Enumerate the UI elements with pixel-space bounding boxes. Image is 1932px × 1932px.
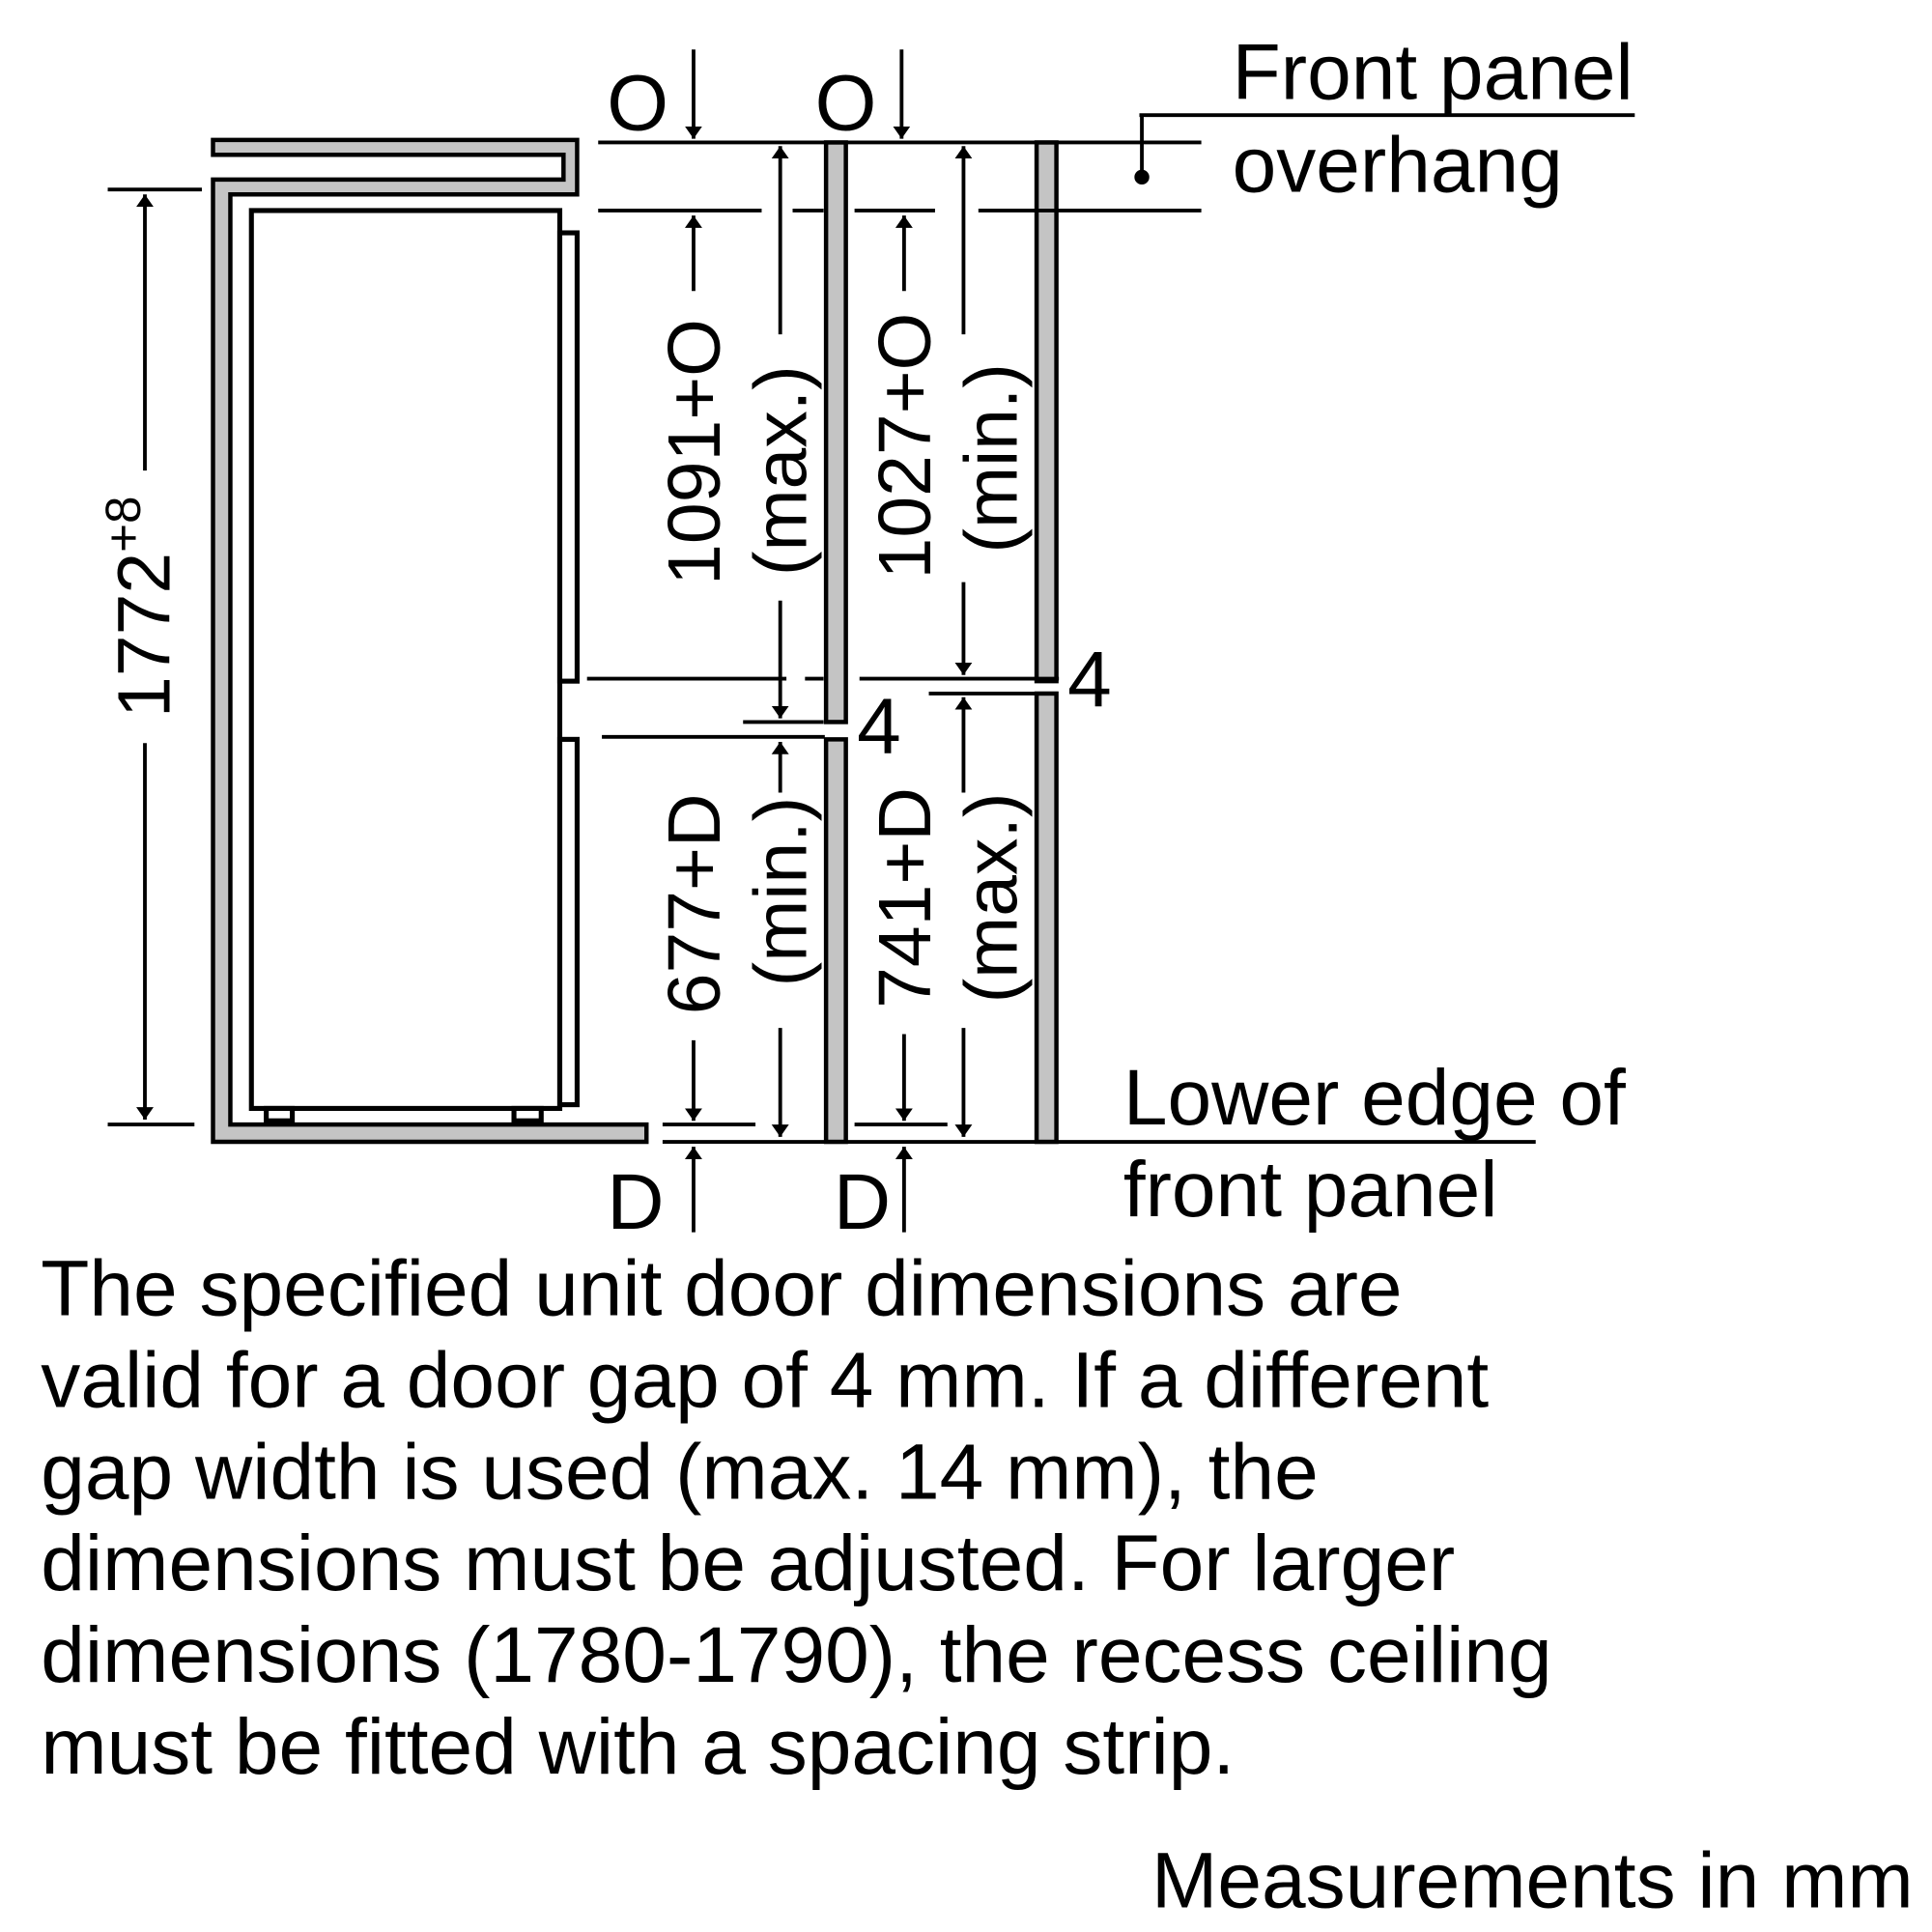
- niche-cabinet: [211, 137, 649, 1145]
- left-lower-dimension: 677+D: [653, 794, 736, 1015]
- lower-symbol: D: [834, 1158, 891, 1246]
- right-lower-qualifier: (max.): [951, 793, 1034, 1004]
- appliance-upper-door: [556, 230, 581, 684]
- left-upper-qualifier: (max.): [740, 365, 823, 576]
- reference-lines: [107, 113, 1635, 1144]
- appliance-lower-door: [556, 736, 581, 1108]
- right-lower-dimension: 741+D: [864, 787, 947, 1009]
- note-line: dimensions (1780-1790), the recess ceili…: [41, 1611, 1551, 1699]
- units-note: Measurements in mm: [1151, 1836, 1914, 1924]
- note-line: must be fitted with a spacing strip.: [41, 1703, 1235, 1791]
- dimension-arrows: [136, 49, 973, 1233]
- front-panel-upper-left: [823, 140, 848, 724]
- note-paragraph: The specified unit door dimensions are v…: [41, 1245, 1551, 1791]
- front-panel-upper-right: [1034, 140, 1059, 684]
- lower-edge-label: front panel: [1123, 1146, 1498, 1234]
- appliance-body: [248, 208, 563, 1111]
- appliance-foot: [264, 1105, 296, 1123]
- lower-edge-label: Lower edge of: [1123, 1054, 1626, 1142]
- front-panel-lower-left: [823, 737, 848, 1145]
- front-panel-overhang-label: Front panel: [1233, 29, 1634, 117]
- overhang-symbol: O: [607, 60, 668, 148]
- note-line: The specified unit door dimensions are: [41, 1245, 1402, 1333]
- front-panel-overhang-label: overhang: [1233, 122, 1563, 210]
- left-lower-qualifier: (min.): [740, 797, 823, 987]
- leader-dot: [1134, 169, 1150, 185]
- left-upper-dimension: 1091+O: [653, 319, 736, 585]
- note-line: gap width is used (max. 14 mm), the: [41, 1428, 1318, 1516]
- gap-label: 4: [857, 682, 901, 770]
- appliance-foot: [511, 1105, 544, 1123]
- right-upper-qualifier: (min.): [951, 363, 1034, 554]
- gap-label: 4: [1067, 636, 1112, 724]
- lower-symbol: D: [607, 1158, 664, 1246]
- front-panel-lower-right: [1034, 691, 1059, 1145]
- note-line: dimensions must be adjusted. For larger: [41, 1520, 1455, 1607]
- overhang-symbol: O: [815, 60, 877, 148]
- note-line: valid for a door gap of 4 mm. If a diffe…: [41, 1336, 1489, 1424]
- right-upper-dimension: 1027+O: [864, 313, 947, 580]
- niche-height-label: 1772+8: [96, 496, 186, 718]
